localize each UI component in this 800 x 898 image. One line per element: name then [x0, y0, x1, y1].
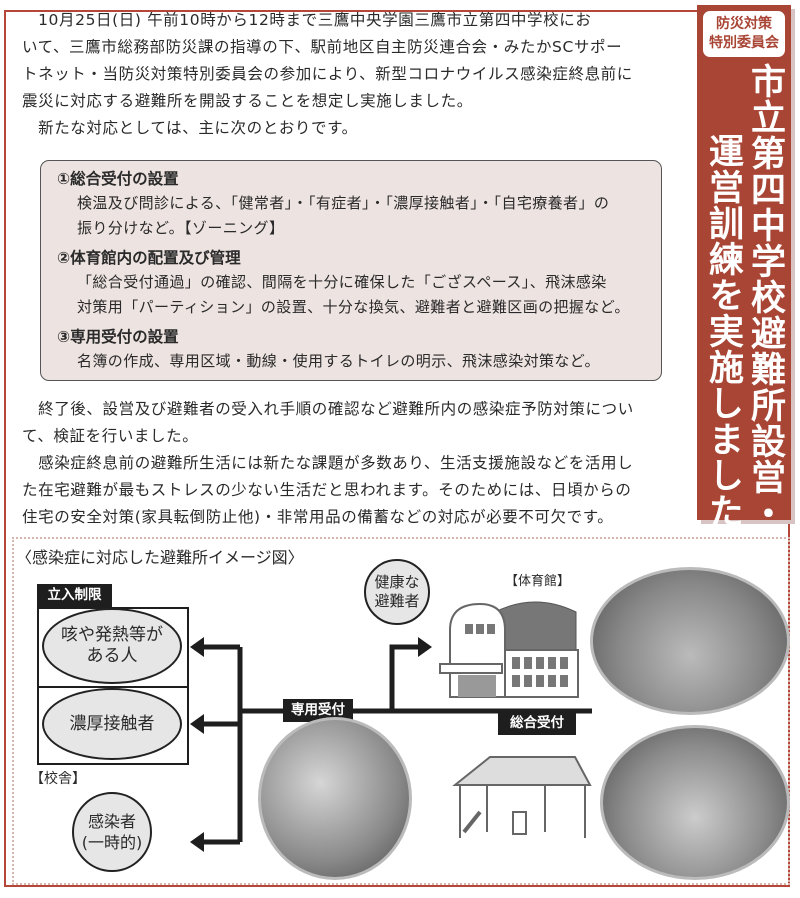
measure-heading: ③専用受付の設置: [57, 328, 179, 346]
text-line: いて、三鷹市総務部防災課の指導の下、駅前地区自主防災連合会・みたかSCサポー: [22, 38, 623, 56]
measure-text: 名簿の作成、専用区域・動線・使用するトイレの明示、飛沫感染対策など。: [77, 352, 600, 370]
badge-line: 防災対策: [716, 16, 772, 32]
tent-illustration: [452, 756, 592, 838]
school-label: 【校舎】: [30, 771, 86, 787]
title-column-2: 運営訓練を実施しました: [703, 133, 743, 529]
text-line: 震災に対応する避難所を開設することを想定し実施しました。: [22, 92, 473, 110]
group-label: (一時的): [81, 833, 143, 852]
text-line: 10月25日(日) 午前10時から12時まで三鷹中央学園三鷹市立第四中学校にお: [22, 11, 592, 29]
close-contact-group: 濃厚接触者: [42, 688, 182, 760]
measures-box: ①総合受付の設置 検温及び問診による、「健常者」・「有症者」・「濃厚接触者」・「…: [40, 160, 662, 381]
group-label: 感染者: [87, 812, 136, 831]
text-line: 感染症終息前の避難所生活には新たな課題が多数あり、生活支援施設などを活用し: [22, 454, 634, 472]
group-label: 避難者: [374, 592, 420, 610]
text-line: トネット・当防災対策特別委員会の参加により、新型コロナウイルス感染症終息前に: [22, 65, 633, 83]
symptomatic-group: 咳や発熱等がある人: [42, 608, 182, 684]
text-line: て、検証を行いました。: [22, 427, 199, 445]
group-label: 咳や発熱等が: [61, 625, 163, 645]
group-label: 濃厚接触者: [69, 713, 155, 734]
title-column-1: 市立第四中学校避難所設営・: [745, 63, 785, 531]
general-reception-label: 総合受付: [498, 712, 576, 735]
measure-heading: ①総合受付の設置: [57, 170, 179, 188]
reception-photo: [258, 717, 412, 880]
divider: [39, 686, 187, 688]
title-panel: 防災対策 特別委員会 市立第四中学校避難所設営・ 運営訓練を実施しました: [697, 5, 791, 531]
healthy-evacuees: 健康な避難者: [364, 559, 430, 625]
text-line: た在宅避難が最もストレスの少ない生活だと思われます。そのためには、日頃からの: [22, 481, 632, 499]
committee-badge: 防災対策 特別委員会: [703, 11, 785, 57]
measure-text: 検温及び問診による、「健常者」・「有症者」・「濃厚接触者」・「自宅療養者」の: [77, 194, 610, 212]
diagram-caption: 〈感染症に対応した避難所イメージ図〉: [16, 548, 304, 567]
group-label: ある人: [86, 646, 138, 666]
gym-interior-photo: [590, 567, 790, 715]
measure-text: 対策用「パーティション」の設置、十分な換気、避難者と避難区画の把握など。: [77, 298, 630, 316]
text-line: 住宅の安全対策(家具転倒防止他)・非常用品の備蓄などの対応が必要不可欠です。: [22, 508, 614, 526]
gymnasium-illustration: [439, 601, 579, 698]
badge-line: 特別委員会: [709, 35, 779, 51]
arrow-to-gym: [389, 644, 420, 711]
group-label: 健康な: [374, 573, 420, 591]
gym-label: 【体育館】: [505, 574, 571, 589]
general-reception-photo: [600, 725, 790, 880]
infected-group: 感染者 (一時的): [72, 792, 152, 872]
text-line: 新たな対応としては、主に次のとおりです。: [22, 119, 358, 137]
measure-text: 「総合受付通過」の確認、間隔を十分に確保した「ござスペース」、飛沫感染: [77, 273, 607, 291]
measure-text: 振り分けなど。【ゾーニング】: [77, 219, 285, 237]
dedicated-reception-label: 専用受付: [283, 699, 353, 722]
measure-heading: ②体育館内の配置及び管理: [57, 249, 241, 267]
diagram-box: [12, 537, 790, 885]
text-line: 終了後、設営及び避難者の受入れ手順の確認など避難所内の感染症予防対策につい: [22, 400, 634, 418]
restricted-label: 立入制限: [37, 584, 112, 607]
